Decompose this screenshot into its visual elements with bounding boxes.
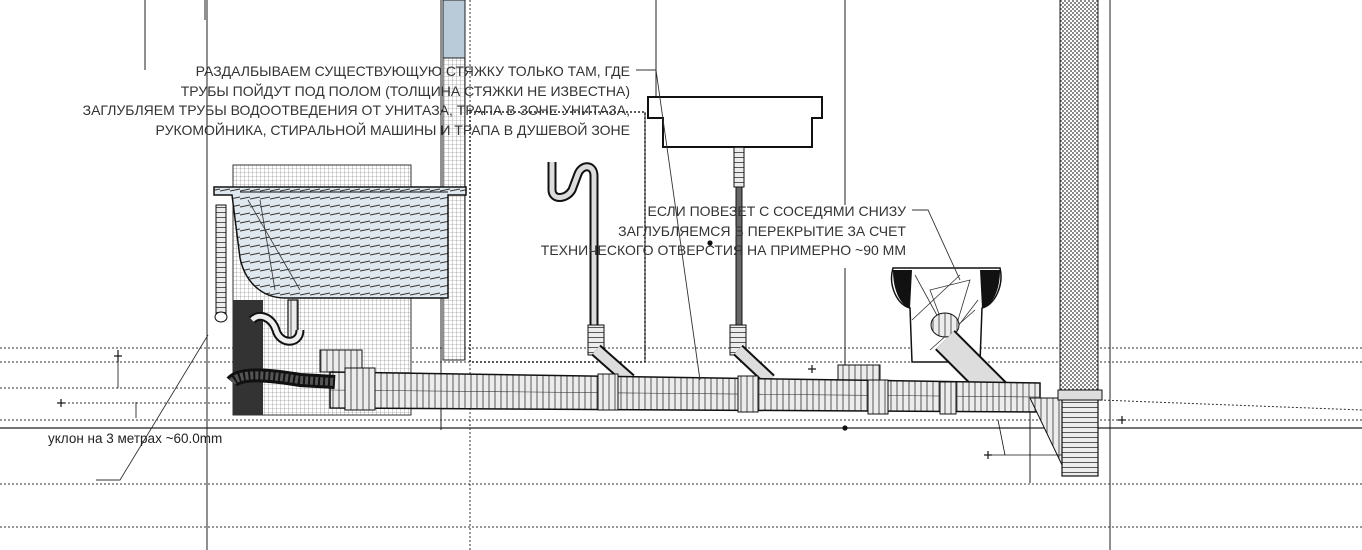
riser-connection-elbow bbox=[1029, 389, 1103, 477]
washbasin bbox=[647, 96, 823, 386]
screed-note-line-4: РУКОМОЙНИКА, СТИРАЛЬНОЙ МАШИНЫ И ТРАПА В… bbox=[155, 121, 630, 138]
slope-annotation: уклон на 3 метрах ~60.0mm bbox=[48, 431, 223, 446]
screed-note-line-1: РАЗДАЛБЫВАЕМ СУЩЕСТВУЮЩУЮ СТЯЖКУ ТОЛЬКО … bbox=[195, 63, 630, 79]
bath-overflow-pipe bbox=[214, 204, 228, 323]
leader-lines bbox=[96, 69, 961, 481]
floor-drain-toilet bbox=[837, 364, 881, 382]
tech-shaft-hatch bbox=[1060, 0, 1098, 395]
screed-note-line-3: ЗАГЛУБЛЯЕМ ТРУБЫ ВОДООТВЕДЕНИЯ ОТ УНИТАЗ… bbox=[82, 102, 630, 118]
bath-drain-flex-pipe bbox=[226, 368, 336, 389]
neighbors-note-line-1: ЕСЛИ ПОВЕЗЕТ С СОСЕДЯМИ СНИЗУ bbox=[647, 203, 906, 219]
neighbors-note-line-2: ЗАГЛУБЛЯЕМСЯ В ПЕРЕКРЫТИЕ ЗА СЧЕТ bbox=[618, 222, 906, 239]
reference-markers bbox=[57, 240, 1126, 459]
bathtub bbox=[213, 186, 467, 299]
main-drain-pipe bbox=[329, 367, 1041, 415]
bath-siphon bbox=[248, 299, 305, 346]
washer-siphon bbox=[547, 162, 635, 386]
neighbors-note-line-3: ТЕХНИЧЕСКОГО ОТВЕРСТИЯ НА ПРИМЕРНО ~90 М… bbox=[540, 242, 906, 258]
vertical-riser-glass bbox=[442, 0, 466, 361]
toilet bbox=[890, 267, 1010, 405]
screed-note-line-2: ТРУБЫ ПОЙДУТ ПОД ПОЛОМ (ТОЛЩИНА СТЯЖКИ Н… bbox=[180, 82, 630, 99]
neighbors-annotation: ЕСЛИ ПОВЕЗЕТ С СОСЕДЯМИ СНИЗУ ЗАГЛУБЛЯЕМ… bbox=[486, 202, 906, 261]
screed-annotation: РАЗДАЛБЫВАЕМ СУЩЕСТВУЮЩУЮ СТЯЖКУ ТОЛЬКО … bbox=[30, 62, 630, 140]
